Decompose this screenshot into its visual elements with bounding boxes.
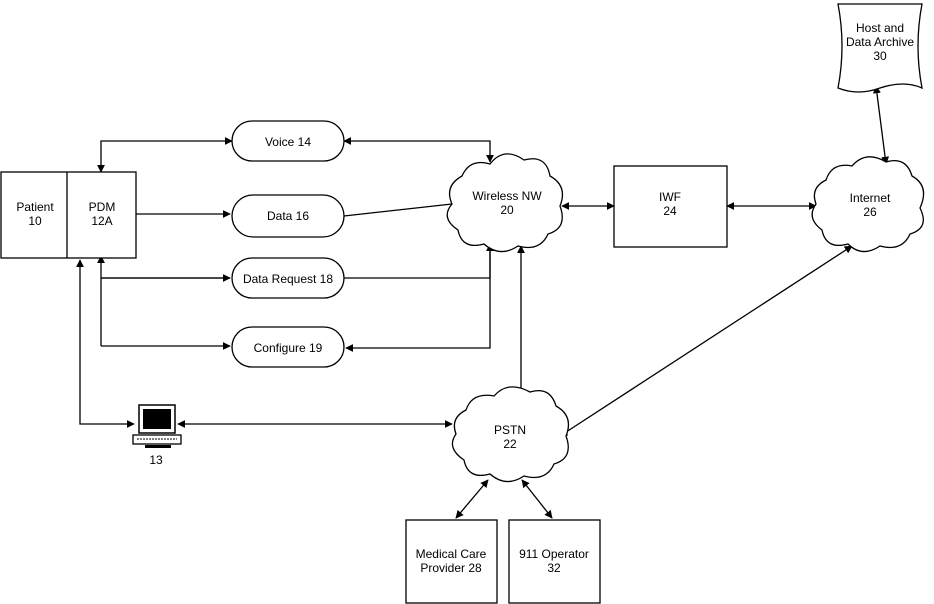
computer-label: 13 [149,453,163,467]
edge-internet-host [876,86,886,164]
data-request-label: Data Request 18 [243,272,333,286]
edge-pstn-911 [522,480,552,518]
edge-pstn-medical [456,480,488,518]
internet-label: Internet [850,191,891,205]
operator-number: 32 [547,561,561,575]
wireless-number: 20 [500,203,514,217]
pdm-number: 12A [91,214,112,228]
medical-label-line1: Medical Care [416,547,487,561]
host-data-archive-node: Host and Data Archive 30 [838,4,922,92]
pstn-cloud: PSTN 22 [452,387,568,482]
host-label-line1: Host and [856,21,904,35]
medical-label-line2: Provider 28 [420,561,482,575]
iwf-label: IWF [659,190,681,204]
data-label: Data 16 [267,209,309,223]
operator-label: 911 Operator [519,547,589,561]
edge-data-wireless [344,204,452,216]
configure-label: Configure 19 [254,341,323,355]
iwf-node: IWF 24 [614,166,727,247]
iwf-number: 24 [663,204,677,218]
edge-wireless-configure [346,244,490,348]
wireless-network-cloud: Wireless NW 20 [447,154,562,252]
voice-label: Voice 14 [265,135,311,149]
patient-label: Patient [16,200,54,214]
data-node: Data 16 [232,195,344,237]
pstn-label: PSTN [494,423,526,437]
voice-node: Voice 14 [232,121,344,161]
edge-pdm-voice [101,141,232,172]
data-request-node: Data Request 18 [232,258,344,298]
pdm-label: PDM [89,200,116,214]
medical-care-provider-node: Medical Care Provider 28 [406,520,497,603]
edge-wireless-datarequest [344,246,490,278]
computer-icon: 13 [133,405,181,467]
configure-node: Configure 19 [232,327,344,367]
edge-patient-computer [80,260,134,424]
internet-number: 26 [863,205,877,219]
operator-911-node: 911 Operator 32 [509,520,600,603]
internet-cloud: Internet 26 [812,157,923,252]
pstn-number: 22 [503,437,517,451]
wireless-label: Wireless NW [472,189,542,203]
host-label-line2: Data Archive [846,35,914,49]
edge-internet-pstn [560,246,852,436]
patient-number: 10 [28,214,42,228]
host-number: 30 [873,49,887,63]
edge-voice-wireless [344,141,490,162]
patient-pdm-block: Patient 10 PDM 12A [1,172,136,258]
